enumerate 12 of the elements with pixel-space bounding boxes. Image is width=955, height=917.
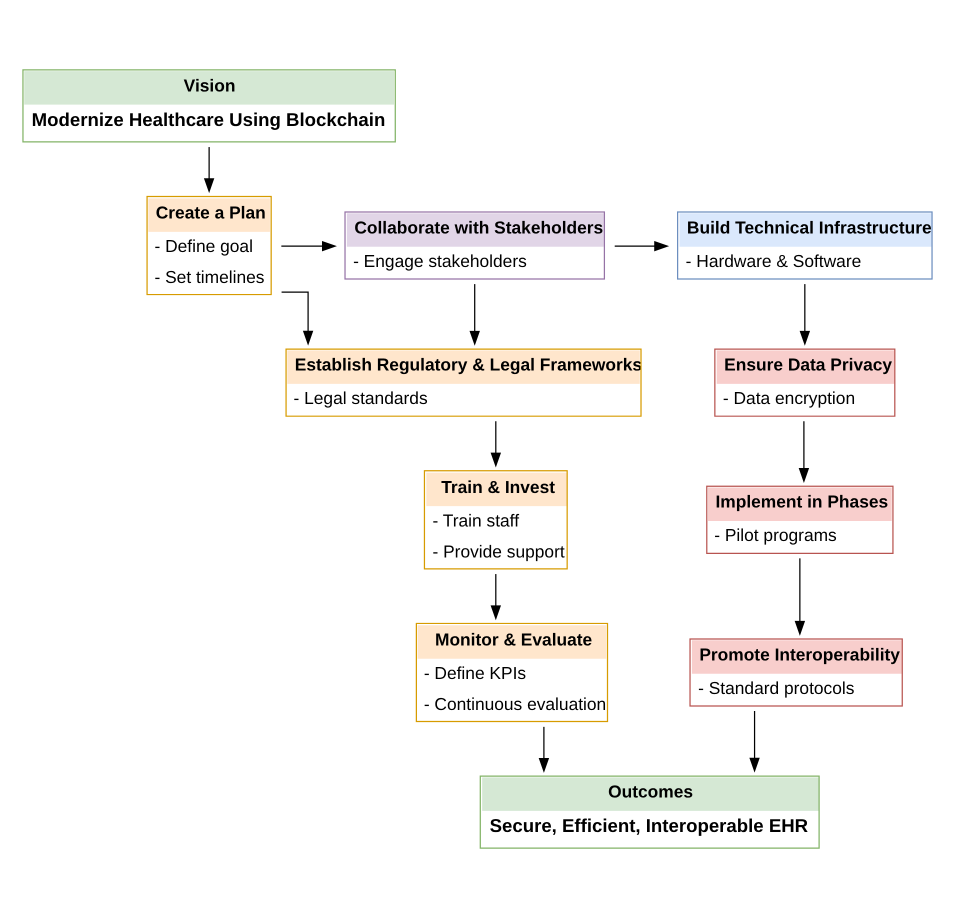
arrow <box>204 146 214 193</box>
arrow <box>538 726 550 772</box>
arrow <box>749 710 760 772</box>
arrow <box>490 420 502 468</box>
arrow <box>794 558 806 636</box>
arrow <box>470 284 480 346</box>
arrow <box>490 574 502 620</box>
arrow <box>798 420 810 482</box>
arrow <box>800 284 810 346</box>
arrow <box>282 290 314 346</box>
arrow <box>281 240 337 251</box>
arrow <box>614 240 670 251</box>
